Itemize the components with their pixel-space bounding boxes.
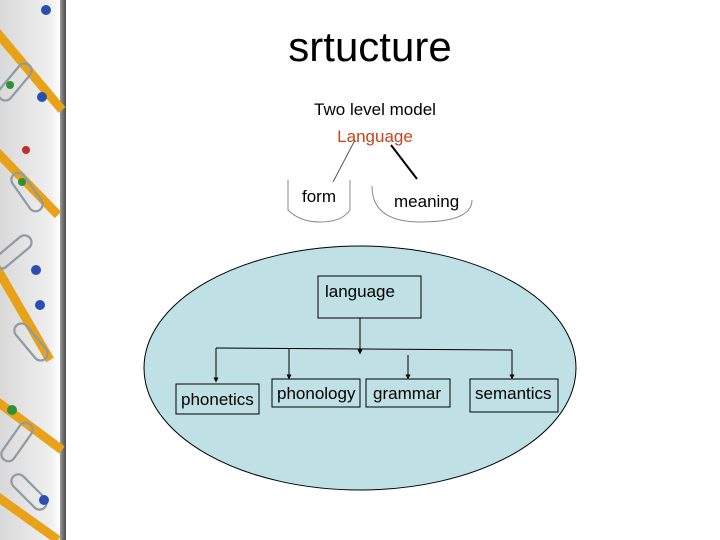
diagram-subtitle: Two level model: [314, 100, 436, 119]
semantics-box: [469, 378, 559, 413]
meaning-label: meaning: [394, 192, 460, 211]
decorative-sidebar: [0, 0, 66, 540]
top-node-label: Language: [337, 127, 413, 146]
phonology-label: phonology: [277, 384, 356, 403]
language-root-box: [317, 275, 422, 319]
pencils-paperclips-icon: [0, 0, 66, 540]
form-node: [287, 180, 351, 223]
grammar-label: grammar: [373, 384, 442, 403]
meaning-node: [371, 185, 473, 223]
language-label: language: [325, 282, 395, 301]
form-label: form: [302, 187, 336, 206]
grammar-box: [365, 378, 451, 408]
edge-language-form: [332, 139, 356, 183]
horizontal-bus: [215, 347, 513, 351]
slide-title: srtucture: [288, 23, 452, 70]
phonology-box: [271, 378, 361, 408]
language-domain-ellipse: [143, 245, 577, 491]
phonetics-box: [175, 383, 260, 415]
phonetics-label: phonetics: [181, 390, 254, 409]
semantics-label: semantics: [475, 384, 552, 403]
edge-language-meaning: [390, 144, 418, 180]
